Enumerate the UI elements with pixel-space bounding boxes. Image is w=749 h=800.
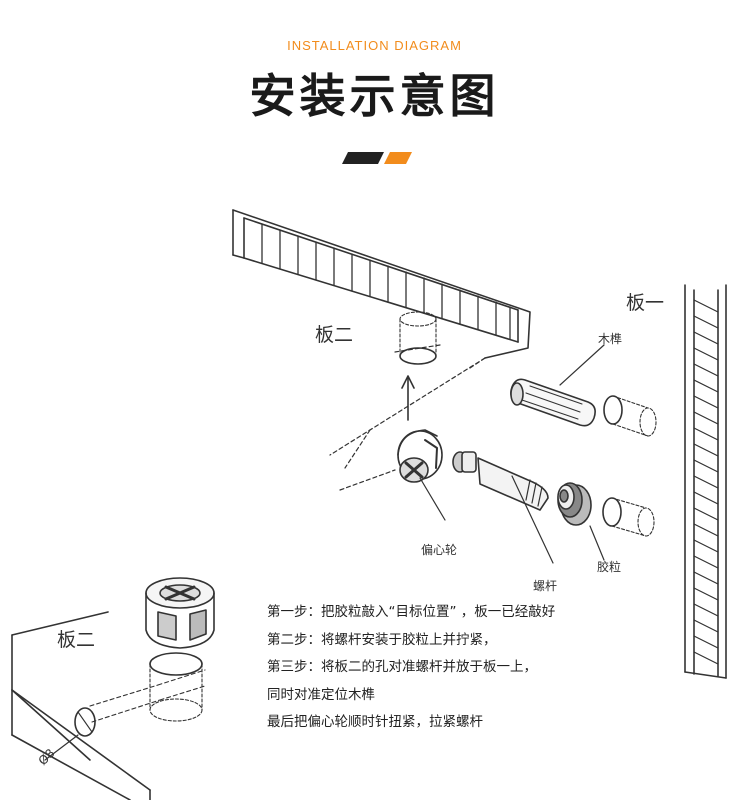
label-eccentric-wheel: 偏心轮 bbox=[421, 543, 458, 557]
step-3: 第三步：将板二的孔对准螺杆并放于板一上， bbox=[267, 659, 537, 675]
board-two-top-panel bbox=[232, 209, 531, 491]
screw-rod bbox=[452, 451, 549, 511]
header: INSTALLATION DIAGRAM 安装示意图 bbox=[0, 0, 749, 185]
board-one-panel bbox=[684, 284, 727, 679]
subtitle: INSTALLATION DIAGRAM bbox=[287, 38, 462, 53]
step-2: 第二步：将螺杆安装于胶粒上并拧紧， bbox=[267, 631, 497, 648]
wood-dowel bbox=[510, 378, 596, 427]
step-final: 最后把偏心轮顺时针扭紧，拉紧螺杆 bbox=[267, 714, 483, 730]
label-board-one: 板一 bbox=[626, 292, 665, 314]
page-title: 安装示意图 bbox=[249, 69, 500, 123]
board-two-bottom-panel bbox=[11, 611, 206, 800]
dark-bar bbox=[342, 152, 384, 164]
arrow-up bbox=[401, 375, 415, 421]
orange-bar bbox=[384, 152, 412, 164]
label-board-two-bottom: 板二 bbox=[57, 629, 96, 651]
accent-bars bbox=[342, 152, 412, 164]
leader-lines bbox=[419, 344, 605, 564]
label-rubber-plug: 胶粒 bbox=[597, 560, 622, 574]
eccentric-wheel bbox=[397, 429, 443, 483]
label-screw-rod: 螺杆 bbox=[533, 579, 558, 593]
installation-diagram bbox=[11, 209, 727, 800]
step-1: 第一步：把胶粒敲入“目标位置” ，板一已经敲好 bbox=[267, 604, 556, 620]
step-3-continued: 同时对准定位木榫 bbox=[267, 686, 375, 703]
eccentric-wheel-large bbox=[145, 577, 215, 649]
installation-steps: 第一步：把胶粒敲入“目标位置” ，板一已经敲好 第二步：将螺杆安装于胶粒上并拧紧… bbox=[267, 599, 737, 737]
rubber-plug bbox=[557, 482, 592, 526]
board-one-holes bbox=[602, 395, 657, 537]
label-board-two-top: 板二 bbox=[315, 324, 354, 346]
label-wood-dowel: 木榫 bbox=[598, 332, 623, 346]
